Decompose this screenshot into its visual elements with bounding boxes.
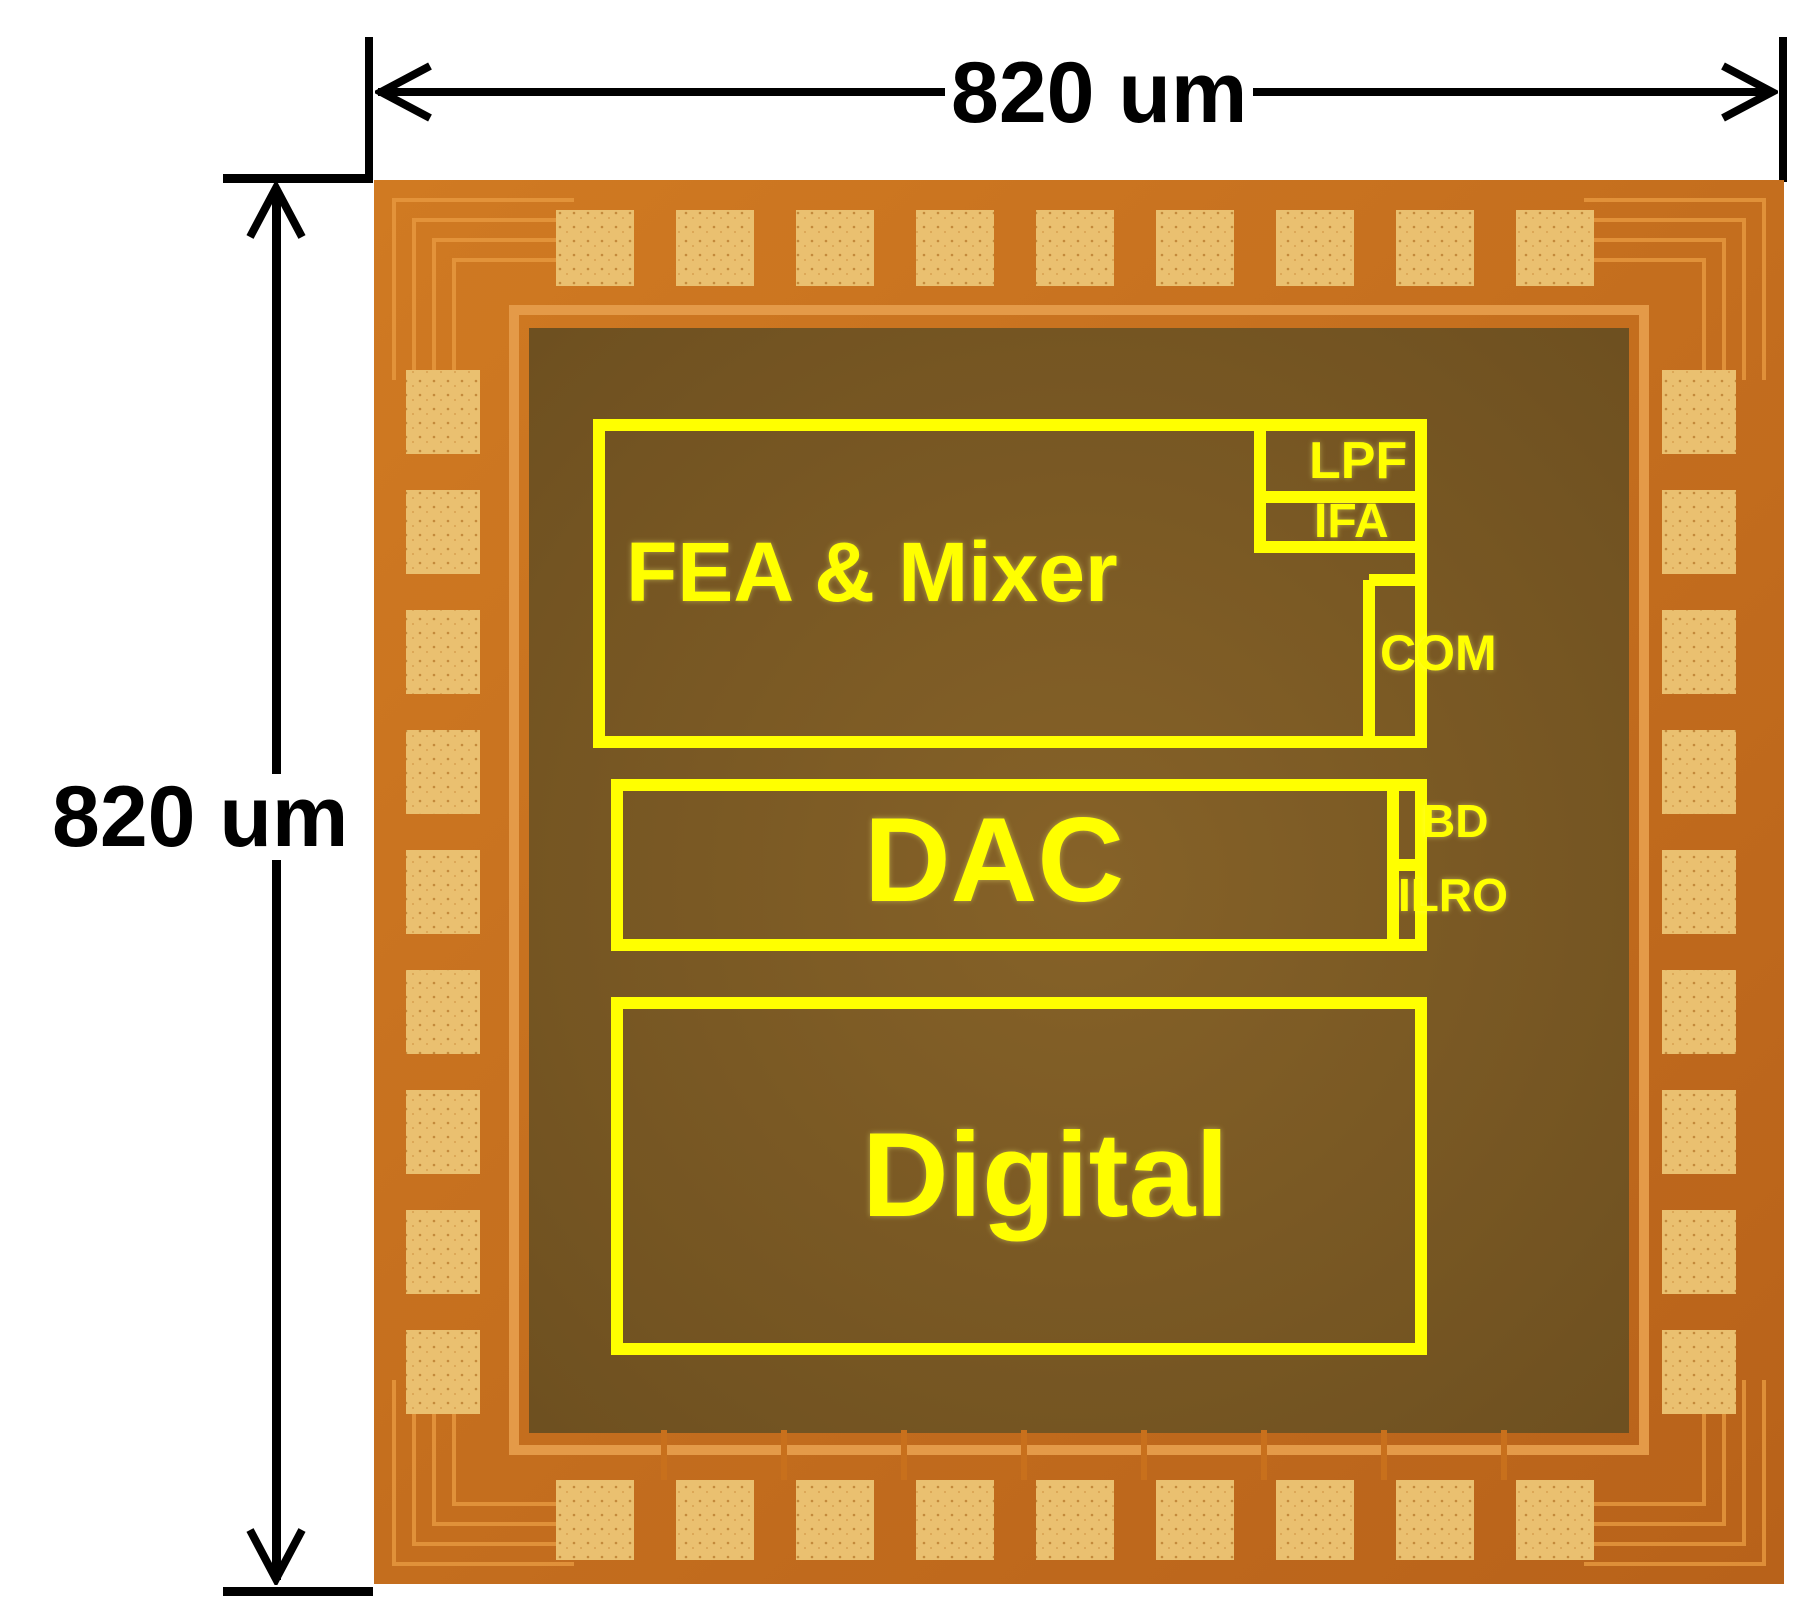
bottom-trace-stubs — [661, 1430, 1507, 1480]
dac-label: DAC — [864, 793, 1124, 927]
fea-mixer-label: FEA & Mixer — [626, 525, 1118, 619]
bottom-pads — [556, 1480, 1594, 1560]
digital-box — [611, 997, 1427, 1355]
inner-frame — [509, 305, 1649, 1455]
ifa-label: IFA — [1314, 495, 1389, 548]
height-arrow-down-icon — [246, 1528, 306, 1585]
width-arrow-right-icon — [1721, 62, 1778, 122]
width-arrow-left-icon — [375, 62, 432, 122]
block-outlines — [593, 419, 1427, 1355]
height-arrow-up-icon — [246, 182, 306, 239]
height-dimension-top-tick — [223, 174, 373, 183]
chip-die-photo: FEA & Mixer LPF IFA COM DAC BD ILRO Digi… — [374, 180, 1784, 1584]
top-pads — [556, 210, 1594, 286]
width-dimension-right-tick — [1779, 37, 1787, 182]
bd-label: BD — [1422, 795, 1489, 847]
chip-die-image — [374, 180, 1784, 1584]
com-label: COM — [1380, 625, 1497, 681]
left-pads — [406, 370, 480, 1414]
digital-label: Digital — [862, 1108, 1229, 1242]
ifa-box — [1254, 491, 1427, 553]
width-dimension-label: 820 um — [945, 50, 1254, 136]
height-dimension-bottom-tick — [223, 1587, 373, 1596]
height-dimension-label: 820 um — [46, 774, 355, 860]
die-core — [529, 328, 1629, 1433]
ilro-label: ILRO — [1398, 869, 1508, 921]
height-dimension-line — [272, 190, 281, 1580]
right-pads — [1662, 370, 1736, 1414]
corner-traces — [392, 198, 1766, 1566]
lpf-label: LPF — [1309, 432, 1408, 490]
width-dimension-left-tick — [365, 37, 373, 182]
